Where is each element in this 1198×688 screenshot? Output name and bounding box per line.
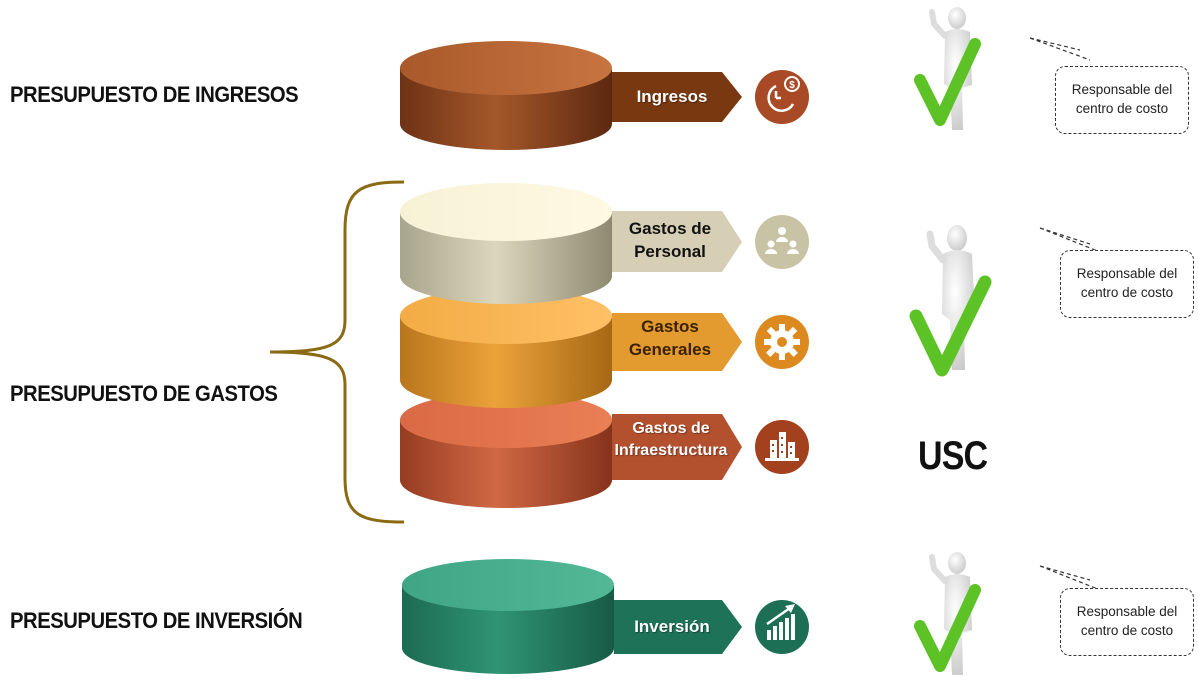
arrow-ingresos — [612, 72, 742, 122]
cylinder-inversion — [402, 559, 614, 674]
person-check-figure-1 — [914, 7, 981, 130]
usc-label: USC — [918, 434, 988, 478]
arrow-label-ingresos: Ingresos — [636, 87, 708, 106]
arrow-personal — [612, 211, 742, 272]
person-check-figure-2 — [909, 225, 992, 377]
label-presupuesto-gastos: PRESUPUESTO DE GASTOS — [10, 381, 278, 406]
bubble-tail-2 — [1039, 227, 1101, 253]
person-check-figure-3 — [914, 552, 981, 675]
label-presupuesto-inversion: PRESUPUESTO DE INVERSIÓN — [10, 608, 303, 633]
label-presupuesto-ingresos: PRESUPUESTO DE INGRESOS — [10, 82, 299, 107]
svg-text:$: $ — [789, 80, 795, 91]
cylinder-generales — [400, 288, 612, 408]
arrow-generales — [612, 313, 742, 371]
arrow-inversion — [614, 600, 742, 654]
bubble-tail-1 — [1029, 37, 1091, 61]
money-clock-icon — [755, 70, 809, 124]
cylinder-ingresos — [400, 41, 612, 150]
cylinder-personal — [400, 183, 612, 304]
gastos-bracket — [269, 180, 405, 524]
cylinder-infraestructura — [400, 392, 612, 508]
bubble-tail-3 — [1039, 565, 1101, 591]
arrow-infraestructura — [612, 414, 742, 480]
arrow-label-inversion: Inversión — [634, 617, 710, 636]
